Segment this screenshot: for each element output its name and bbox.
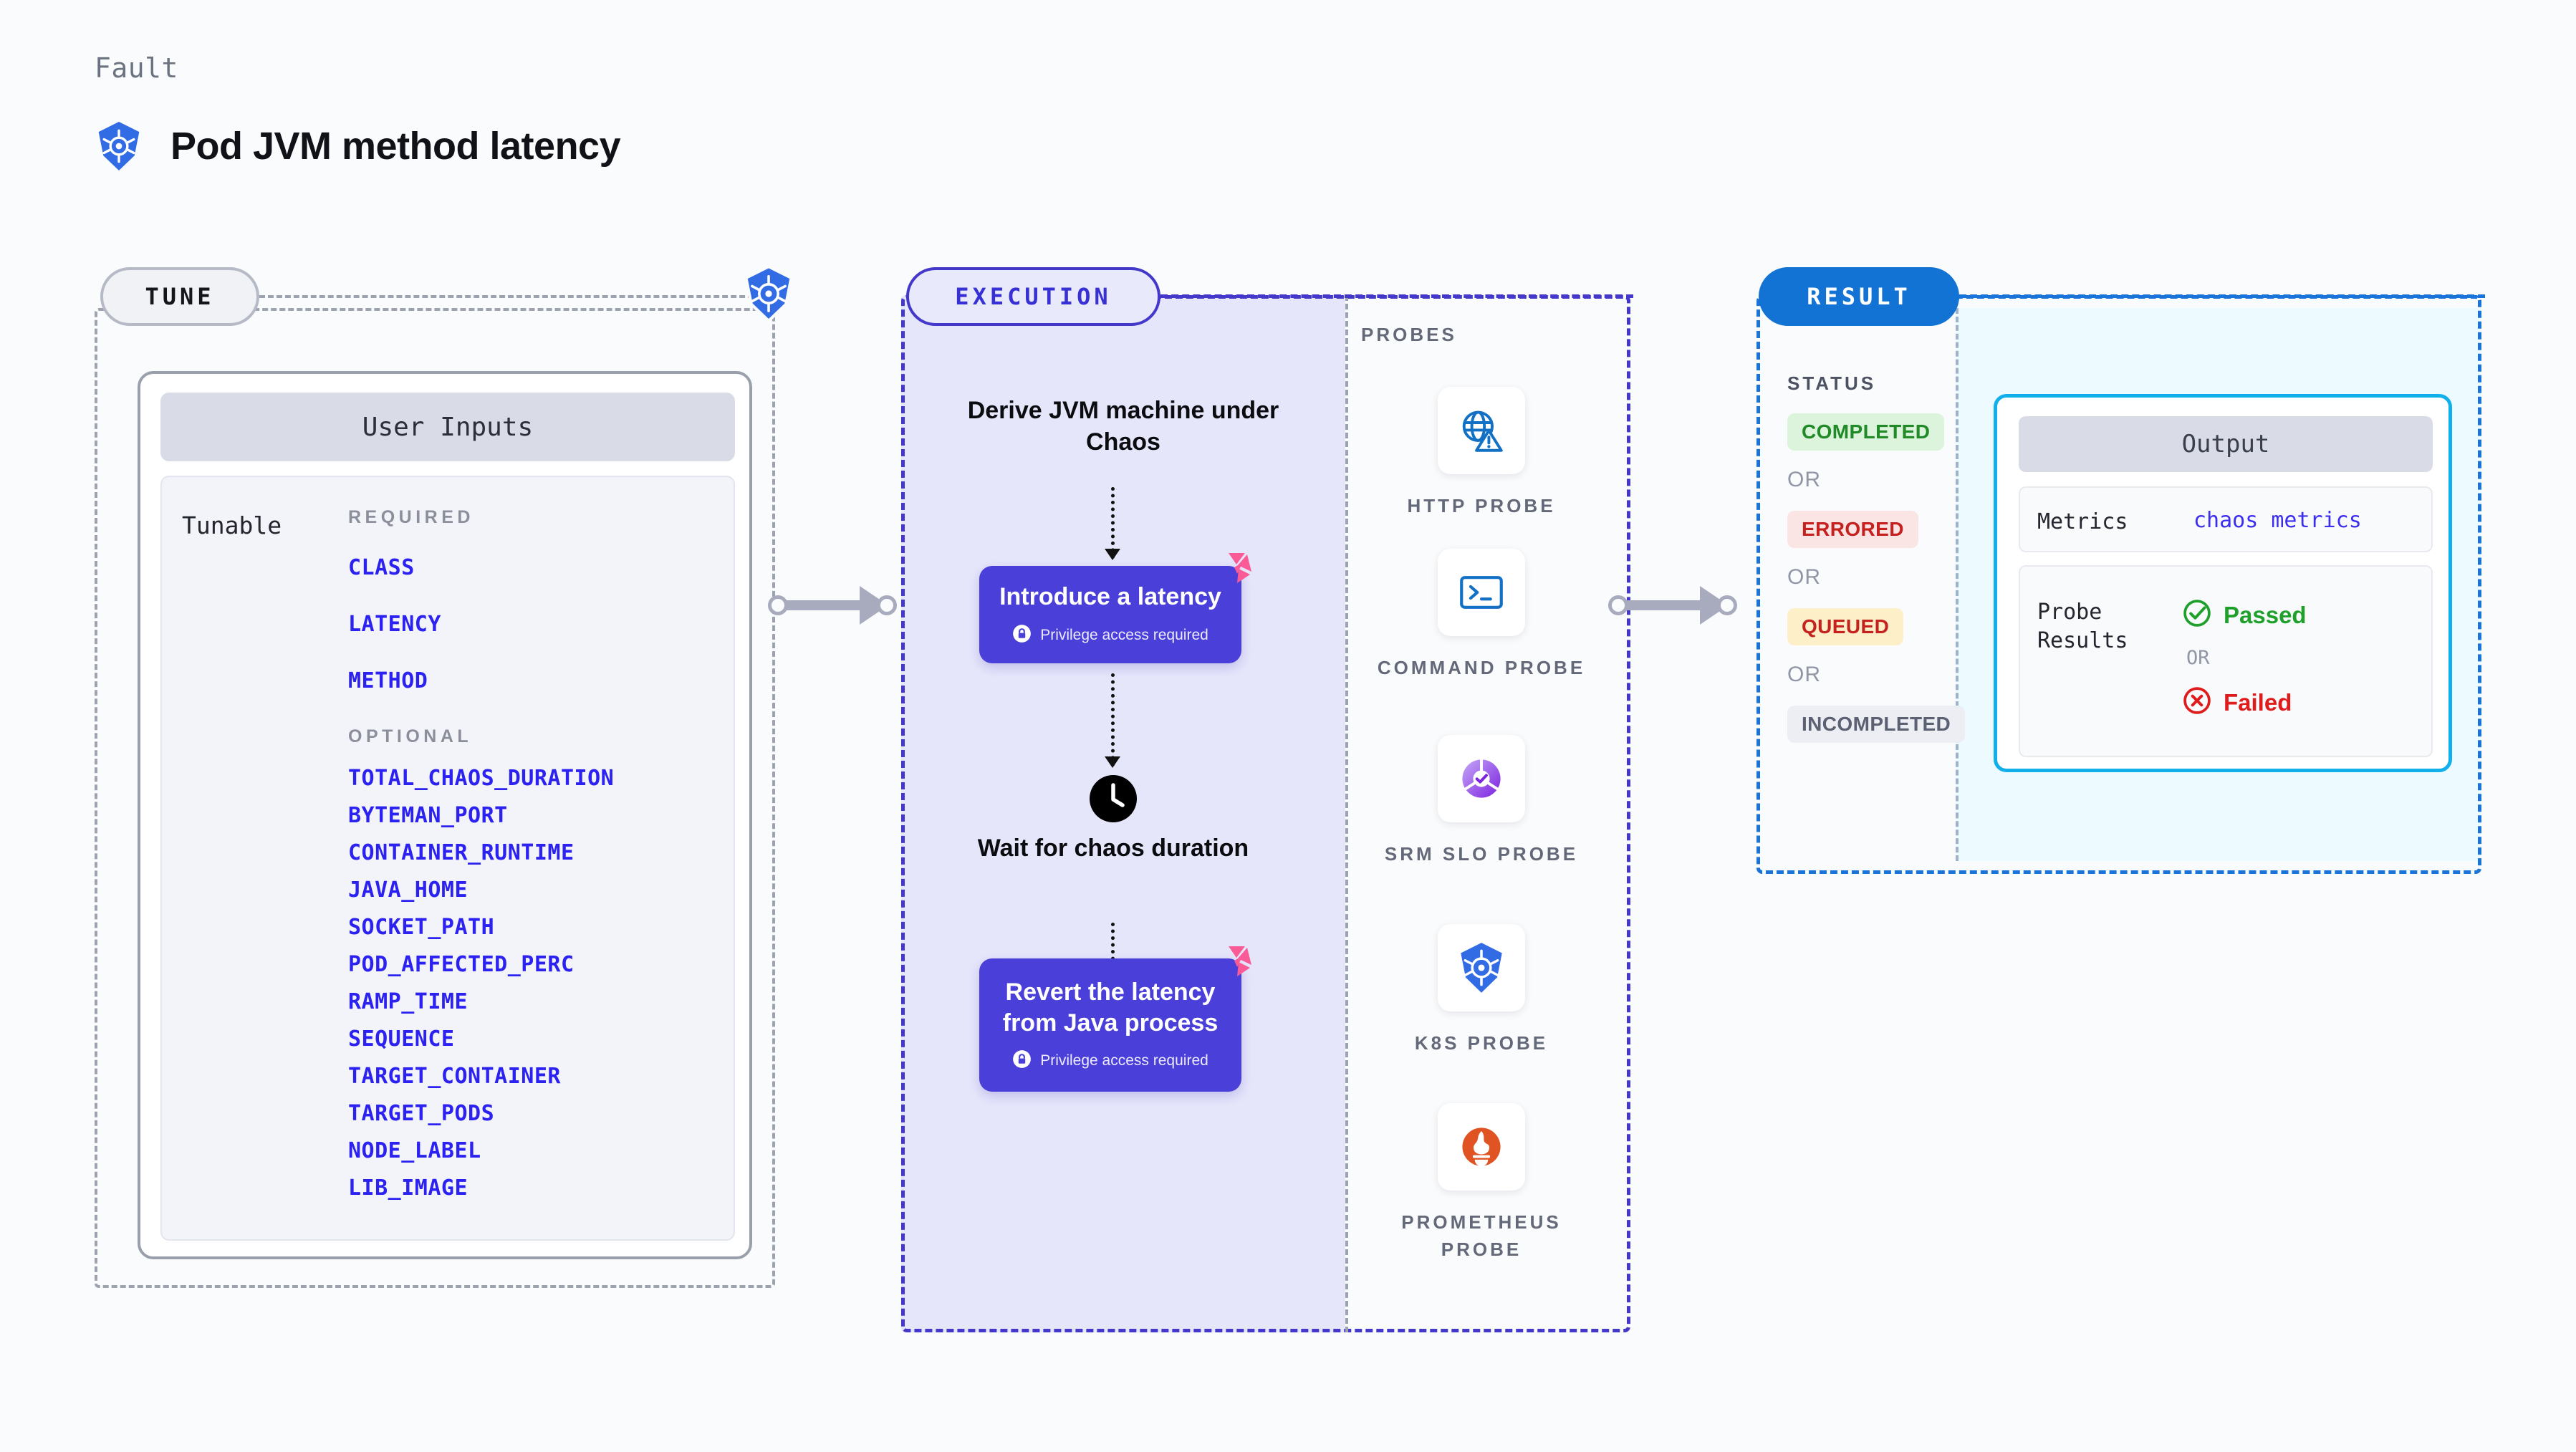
params-column: REQUIRED CLASS LATENCY METHOD OPTIONAL TOT…: [348, 507, 721, 1201]
optional-param[interactable]: SEQUENCE: [348, 1027, 455, 1052]
flow-arrow-1: [1105, 487, 1120, 560]
optional-param[interactable]: BYTEMAN_PORT: [348, 803, 508, 828]
terminal-icon: [1438, 549, 1525, 636]
status-badge-list: COMPLETED OR ERRORED OR QUEUED OR INCOMPLETED: [1787, 395, 1974, 743]
optional-param[interactable]: TARGET_PODS: [348, 1101, 495, 1126]
kubernetes-icon: [741, 264, 796, 326]
status-badge: INCOMPLETED: [1787, 706, 1966, 743]
privilege-note: Privilege access required: [1012, 624, 1208, 648]
status-or-label: OR: [1787, 663, 1821, 686]
status-badge: ERRORED: [1787, 511, 1918, 548]
page-title: Pod JVM method latency: [170, 125, 621, 168]
probe-label: PROMETHEUS PROBE: [1401, 1211, 1562, 1260]
status-or-label: OR: [1787, 468, 1821, 491]
required-param-list: CLASS LATENCY METHOD: [348, 555, 721, 693]
optional-section-label: OPTIONAL: [348, 726, 473, 746]
optional-param[interactable]: SOCKET_PATH: [348, 915, 495, 940]
kubernetes-icon: [95, 120, 143, 172]
optional-param-list: TOTAL_CHAOS_DURATION BYTEMAN_PORT CONTAINE…: [348, 766, 721, 1201]
connector-arrow-execution-to-result: [1608, 580, 1751, 630]
connector-arrow-tune-to-execution: [768, 580, 911, 630]
user-inputs-body: Tunable REQUIRED CLASS LATENCY METHOD OPTI…: [160, 476, 735, 1241]
execution-card-title: Revert the latency from Java process: [1002, 979, 1219, 1037]
probes-title: PROBES: [1361, 324, 1457, 345]
probes-divider: [1345, 295, 1348, 1332]
flow-arrow-2: [1105, 673, 1120, 768]
clock-icon: [1088, 774, 1138, 827]
tunable-label: Tunable: [182, 511, 282, 539]
probe-item-http[interactable]: HTTP PROBE: [1367, 387, 1596, 520]
result-pill: RESULT: [1759, 267, 1959, 326]
x-circle-icon: [2182, 686, 2212, 719]
status-badge: COMPLETED: [1787, 413, 1945, 451]
execution-step-derive-label: Derive JVM machine under Chaos: [967, 397, 1279, 456]
required-param[interactable]: CLASS: [348, 555, 415, 580]
status-or-label: OR: [1787, 565, 1821, 589]
optional-param[interactable]: LIB_IMAGE: [348, 1175, 468, 1201]
user-inputs-card: User Inputs Tunable REQUIRED CLASS LATENC…: [138, 371, 752, 1259]
page-title-row: Pod JVM method latency: [95, 120, 621, 172]
lock-icon: [1012, 624, 1032, 648]
tune-panel: [95, 308, 775, 1288]
execution-step-wait-label: Wait for chaos duration: [977, 835, 1249, 862]
optional-param[interactable]: CONTAINER_RUNTIME: [348, 840, 575, 865]
user-inputs-title: User Inputs: [160, 393, 735, 461]
srm-slo-icon: [1438, 735, 1525, 822]
tune-top-dash: [259, 295, 771, 298]
execution-card-revert-latency[interactable]: Revert the latency from Java process Pri…: [979, 958, 1241, 1092]
probe-result-failed: Failed: [2182, 686, 2292, 719]
execution-pill: EXECUTION: [906, 267, 1160, 326]
probe-item-srm-slo[interactable]: SRM SLO PROBE: [1367, 735, 1596, 868]
metrics-key: Metrics: [2037, 509, 2128, 534]
tune-pill: TUNE: [100, 267, 259, 326]
execution-top-dash: [1160, 294, 1633, 298]
status-badge: QUEUED: [1787, 608, 1904, 645]
probe-result-passed: Passed: [2182, 598, 2307, 632]
globe-warning-icon: [1438, 387, 1525, 474]
probe-label: HTTP PROBE: [1407, 495, 1556, 516]
probe-label: COMMAND PROBE: [1377, 657, 1586, 678]
required-param[interactable]: METHOD: [348, 668, 428, 693]
probe-item-k8s[interactable]: K8S PROBE: [1367, 924, 1596, 1057]
failed-label: Failed: [2224, 688, 2292, 716]
check-circle-icon: [2182, 598, 2212, 632]
output-row-metrics: Metrics chaos metrics: [2019, 486, 2433, 552]
result-top-dash: [1959, 294, 2485, 298]
harness-logo-icon: [1216, 550, 1260, 595]
privilege-note: Privilege access required: [1012, 1049, 1208, 1073]
status-title: STATUS: [1787, 372, 1877, 394]
page-kicker: Fault: [95, 52, 178, 84]
optional-param[interactable]: JAVA_HOME: [348, 878, 468, 903]
probe-item-command[interactable]: COMMAND PROBE: [1367, 549, 1596, 682]
execution-card-title: Introduce a latency: [999, 583, 1221, 611]
output-title: Output: [2019, 416, 2433, 472]
probe-label: SRM SLO PROBE: [1384, 843, 1579, 865]
probe-result-or: OR: [2186, 647, 2210, 669]
lock-icon: [1012, 1049, 1032, 1073]
passed-label: Passed: [2224, 601, 2307, 628]
required-param[interactable]: LATENCY: [348, 612, 441, 637]
required-section-label: REQUIRED: [348, 507, 474, 527]
optional-param[interactable]: POD_AFFECTED_PERC: [348, 952, 575, 977]
harness-logo-icon: [1216, 943, 1260, 989]
probe-label: K8S PROBE: [1414, 1032, 1549, 1054]
probe-item-prometheus[interactable]: PROMETHEUS PROBE: [1367, 1103, 1596, 1263]
metrics-value[interactable]: chaos metrics: [2193, 508, 2362, 533]
prometheus-icon: [1438, 1103, 1525, 1191]
status-column: STATUS COMPLETED OR ERRORED OR QUEUED OR INCOM…: [1787, 372, 1974, 743]
optional-param[interactable]: TOTAL_CHAOS_DURATION: [348, 766, 615, 791]
optional-param[interactable]: NODE_LABEL: [348, 1138, 481, 1163]
execution-card-introduce-latency[interactable]: Introduce a latency Privilege access req…: [979, 566, 1241, 663]
optional-param[interactable]: TARGET_CONTAINER: [348, 1064, 561, 1089]
kubernetes-icon: [1438, 924, 1525, 1011]
optional-param[interactable]: RAMP_TIME: [348, 989, 468, 1014]
